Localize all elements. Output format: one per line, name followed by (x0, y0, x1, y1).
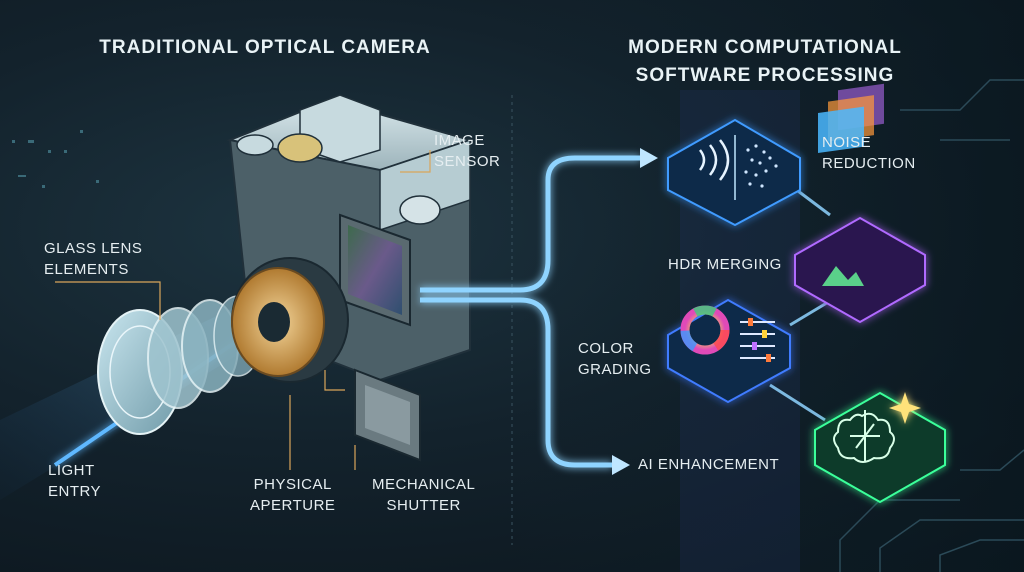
label-image-sensor: IMAGE SENSOR (434, 132, 501, 170)
noise-reduction-tile (667, 118, 801, 227)
label-physical-aperture: PHYSICAL APERTURE (250, 476, 336, 514)
color-grading-tile (667, 298, 791, 404)
label-noise-reduction: NOISE REDUCTION (822, 134, 916, 172)
title-left-text: TRADITIONAL OPTICAL CAMERA (99, 37, 431, 58)
ai-enhancement-tile (814, 391, 946, 504)
title-traditional-camera: TRADITIONAL OPTICAL CAMERA (70, 34, 460, 62)
label-color-grading: COLOR GRADING (578, 340, 652, 378)
noise-dots-icon (744, 144, 778, 188)
circuit-traces (839, 79, 1024, 572)
signal-waves-icon (698, 139, 730, 181)
title-right-line-1: MODERN COMPUTATIONAL (628, 37, 902, 58)
label-light-entry: LIGHT ENTRY (48, 462, 102, 500)
title-computational-processing: MODERN COMPUTATIONAL SOFTWARE PROCESSING (575, 34, 955, 90)
brain-circuit-icon (833, 410, 895, 463)
right-panel-shade (515, 0, 1024, 572)
label-ai-enhancement: AI ENHANCEMENT (638, 456, 780, 473)
hdr-merging-tile (794, 83, 926, 324)
flow-arrows (420, 155, 640, 468)
stacked-image-layers-icon (818, 83, 884, 286)
image-sensor (348, 225, 402, 315)
sparkle-icon (889, 392, 921, 424)
mechanical-shutter (354, 368, 421, 462)
arrow-to-noise-reduction (640, 148, 658, 168)
glass-lens-elements (97, 295, 263, 435)
title-right-line-2: SOFTWARE PROCESSING (635, 65, 895, 86)
label-hdr-merging: HDR MERGING (668, 256, 782, 273)
label-glass-lens-elements: GLASS LENS ELEMENTS (44, 240, 143, 278)
leader-lines (55, 150, 431, 470)
physical-aperture (231, 257, 349, 383)
label-mechanical-shutter: MECHANICAL SHUTTER (372, 476, 476, 514)
background-dots (12, 130, 99, 188)
arrow-to-ai-enhancement (612, 455, 630, 475)
